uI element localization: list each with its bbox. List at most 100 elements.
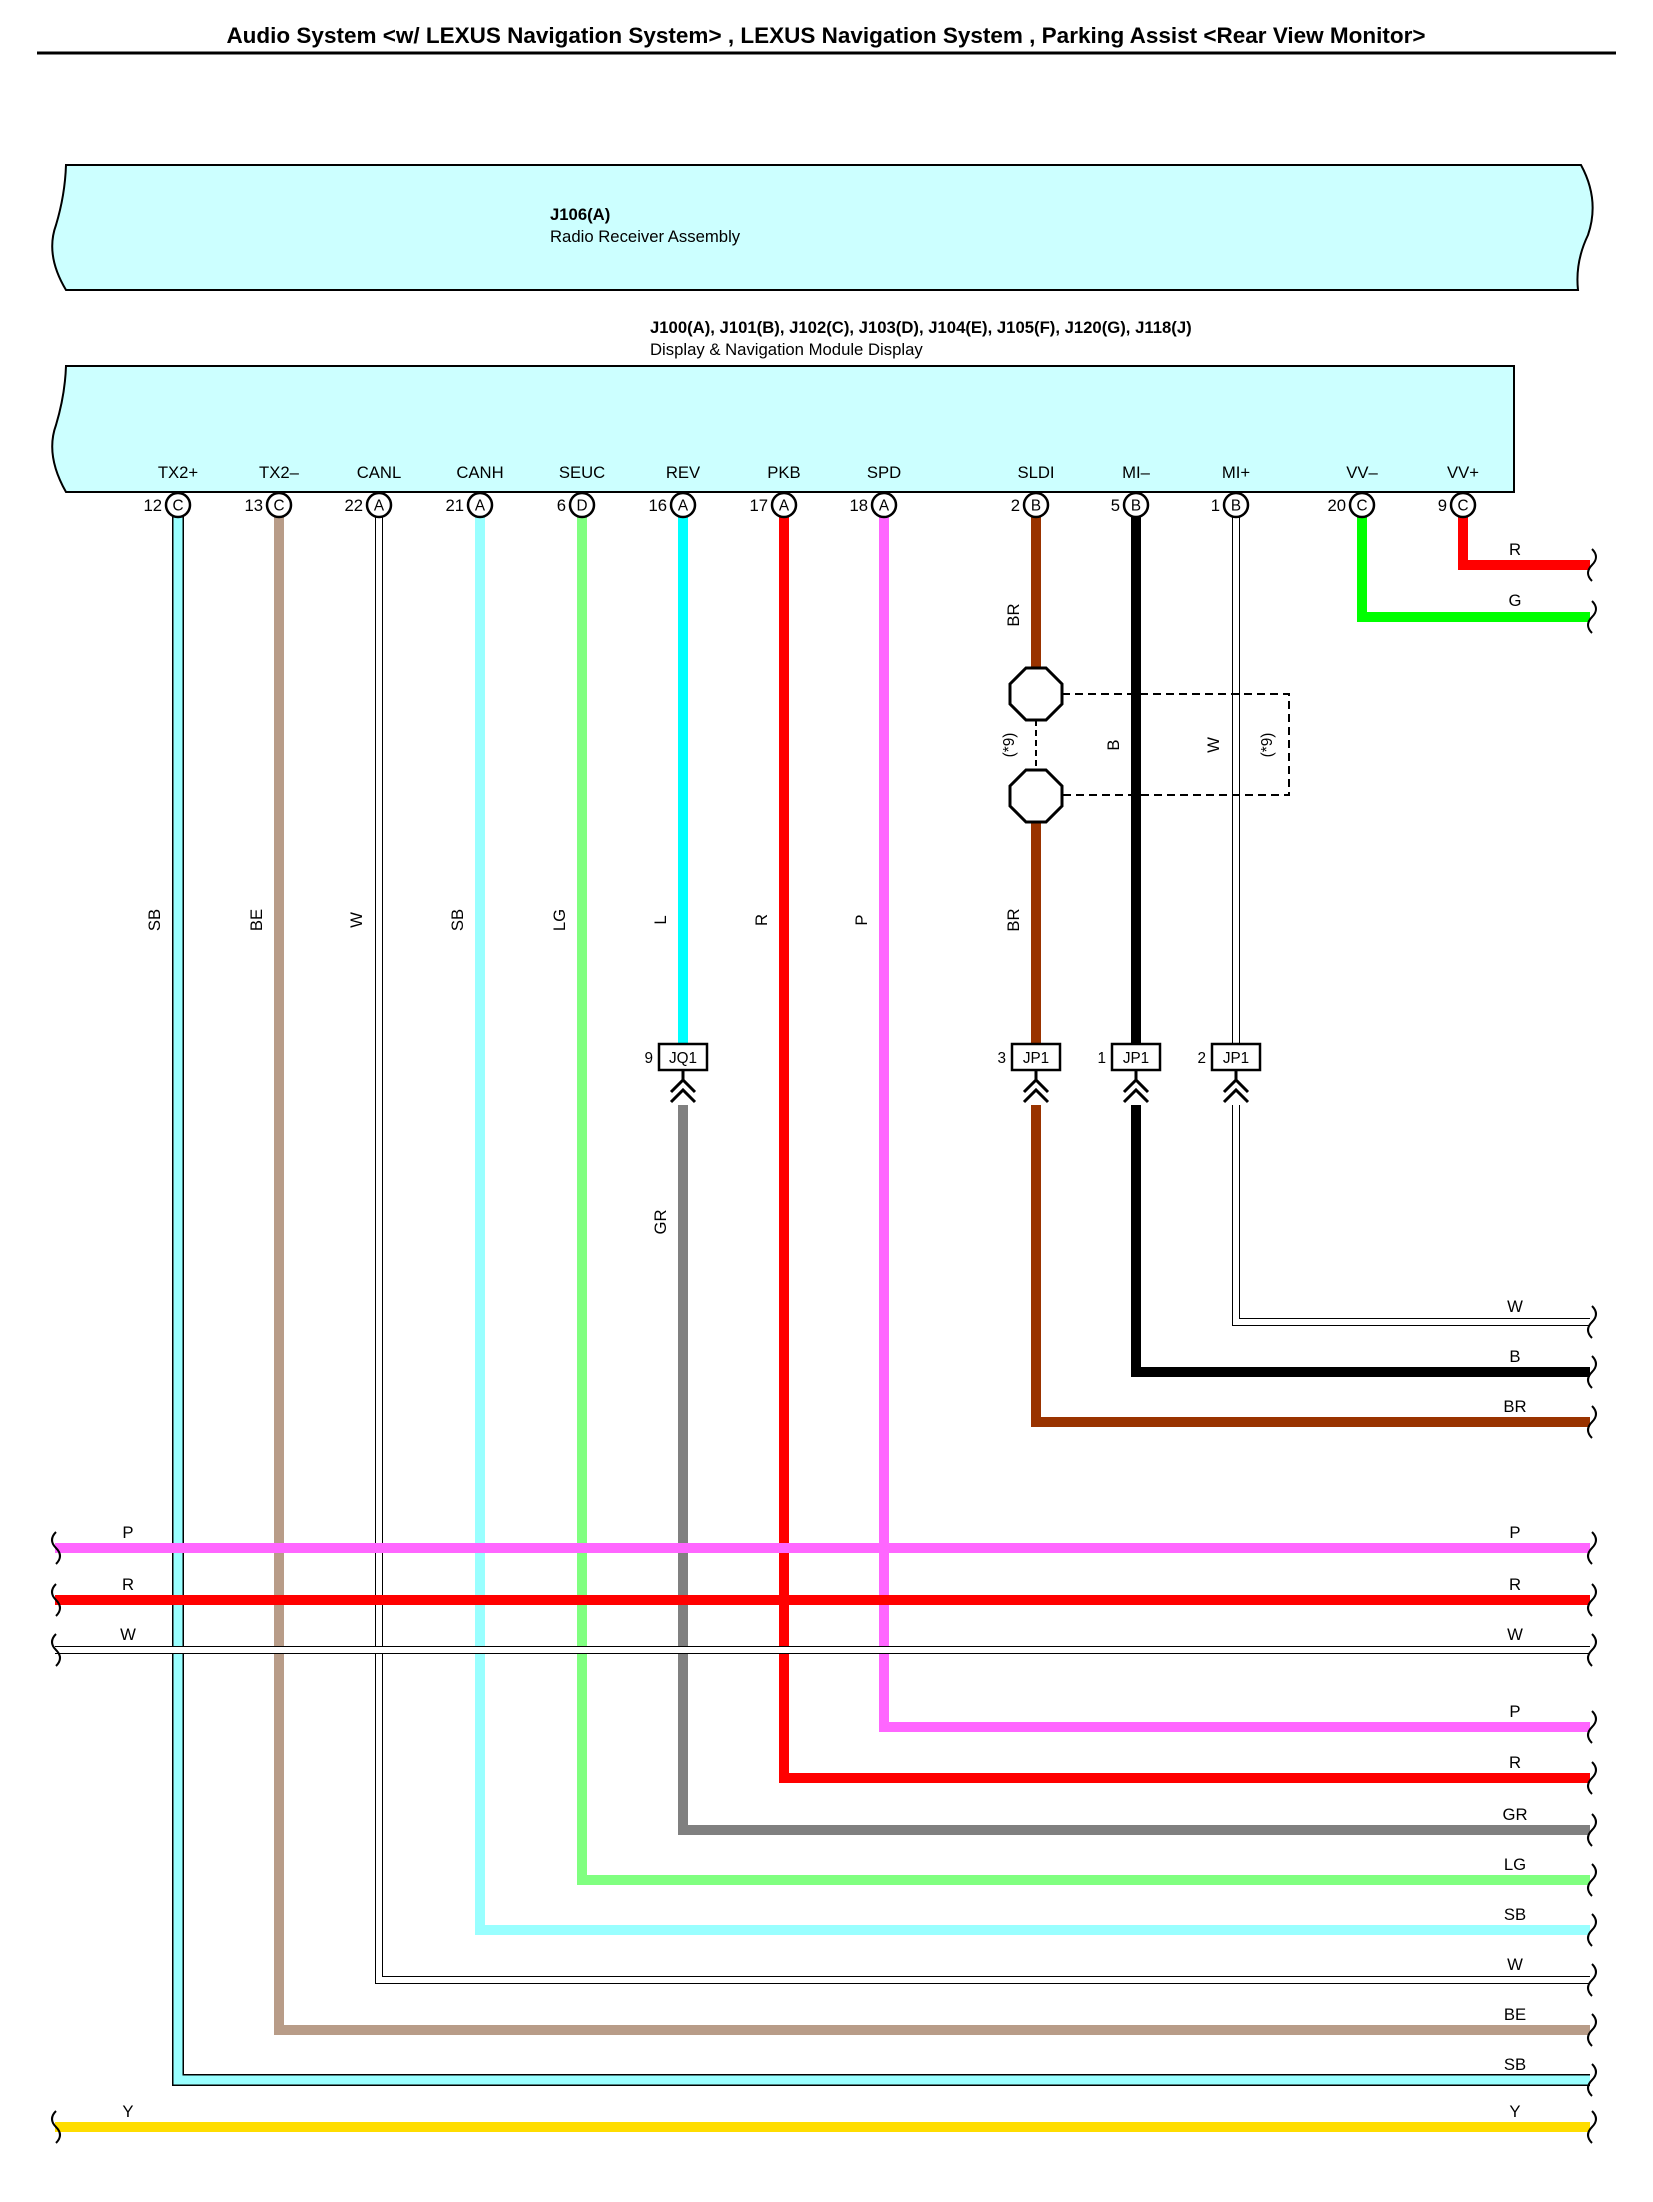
break-mark [51, 1633, 61, 1667]
junction-connector: JQ1 9 [644, 1042, 709, 1104]
break-mark [1587, 1761, 1597, 1795]
connector-letter: C [172, 498, 183, 515]
left-wire-label: Y [122, 2102, 133, 2121]
break-mark [1587, 1710, 1597, 1744]
pin-number: 21 [445, 496, 464, 515]
pin-label: VV+ [1447, 463, 1479, 482]
break-mark [51, 1583, 61, 1617]
wire-canh-sb [475, 505, 1590, 1935]
connector-circle [164, 491, 192, 519]
right-wire-label: P [1509, 1702, 1520, 1721]
break-mark [1587, 600, 1597, 634]
break-mark [51, 1531, 61, 1565]
vertical-wire-label: R [752, 914, 771, 926]
junction-label: JP1 [1023, 1050, 1049, 1067]
right-wire-label: G [1509, 591, 1522, 610]
pin-number: 16 [648, 496, 667, 515]
junction-label: JP1 [1123, 1050, 1149, 1067]
junction-number: 9 [644, 1050, 653, 1067]
wire-tx2-minus-be [274, 505, 1590, 2035]
radio-receiver-name: Radio Receiver Assembly [550, 227, 741, 246]
connector-circle [770, 491, 798, 519]
connector-letter: B [1231, 498, 1241, 515]
right-wire-label: SB [1504, 2055, 1526, 2074]
right-wire-label: LG [1504, 1855, 1526, 1874]
shield-box [1062, 693, 1290, 796]
vertical-wire-label: BE [247, 909, 266, 931]
connector-letter: A [879, 498, 890, 515]
wire-canl-w [375, 505, 1590, 1984]
vertical-wire-label: L [651, 915, 670, 924]
pin-label: SEUC [559, 463, 605, 482]
left-wire-label: W [120, 1625, 136, 1644]
radio-receiver-id: J106(A) [550, 205, 610, 224]
pin-number: 18 [849, 496, 868, 515]
break-mark [1587, 1633, 1597, 1667]
display-module-id: J100(A), J101(B), J102(C), J103(D), J104… [650, 318, 1192, 337]
junction-number: 1 [1097, 1050, 1106, 1067]
connector-circle [365, 491, 393, 519]
connector-circle [669, 491, 697, 519]
pin-label: MI– [1122, 463, 1151, 482]
connector-letter: B [1031, 498, 1041, 515]
connector-circle [1022, 491, 1050, 519]
break-mark [1587, 1305, 1597, 1339]
break-mark [1587, 2110, 1597, 2144]
break-mark [1587, 1405, 1597, 1439]
right-wire-label: W [1507, 1625, 1523, 1644]
wire-sldi-br [1031, 505, 1590, 1427]
vertical-wire-label: W [347, 912, 366, 928]
break-mark [1587, 548, 1597, 582]
junction-label: JQ1 [669, 1050, 697, 1067]
shield-note-right: (*9) [1259, 733, 1276, 758]
break-mark [1587, 1813, 1597, 1847]
pin-label: MI+ [1222, 463, 1250, 482]
pin-number: 5 [1111, 496, 1120, 515]
right-wire-label: W [1507, 1297, 1523, 1316]
pin-number: 12 [143, 496, 162, 515]
wire-vv-plus-r [1458, 505, 1590, 570]
radio-receiver-box [51, 164, 1594, 291]
connector-circle [1222, 491, 1250, 519]
pin-number: 13 [244, 496, 263, 515]
break-mark [1587, 1963, 1597, 1997]
display-module-box [51, 365, 1515, 493]
right-wire-label: GR [1502, 1805, 1527, 1824]
vertical-wire-label: W [1204, 737, 1223, 753]
break-mark [1587, 1355, 1597, 1389]
connector-letter: C [1356, 498, 1367, 515]
break-mark [1587, 1913, 1597, 1947]
wire-seuc-lg [577, 505, 1590, 1885]
wire-gr [678, 1105, 1590, 1835]
connector-circle [870, 491, 898, 519]
display-module-name: Display & Navigation Module Display [650, 340, 923, 359]
vertical-wire-label: SB [145, 909, 164, 931]
pin-label: CANL [357, 463, 402, 482]
wire-pkb-r [779, 505, 1590, 1783]
pin-number: 6 [557, 496, 566, 515]
junction-number: 2 [1197, 1050, 1206, 1067]
pin-number: 2 [1011, 496, 1020, 515]
vertical-wire-label: BR [1004, 908, 1023, 931]
connector-letter: A [779, 498, 790, 515]
shield-note-left: (*9) [1001, 733, 1018, 758]
left-wire-label: R [122, 1575, 134, 1594]
right-wire-label: BR [1503, 1397, 1526, 1416]
wire-vv-minus-g [1357, 505, 1590, 622]
wire-spd-p [879, 505, 1590, 1732]
right-wire-label: R [1509, 1753, 1521, 1772]
vertical-wire-label: P [852, 914, 871, 925]
pin-label: VV– [1346, 463, 1378, 482]
vertical-wire-label: GR [651, 1209, 670, 1234]
right-wire-label: SB [1504, 1905, 1526, 1924]
pin-number: 9 [1438, 496, 1447, 515]
